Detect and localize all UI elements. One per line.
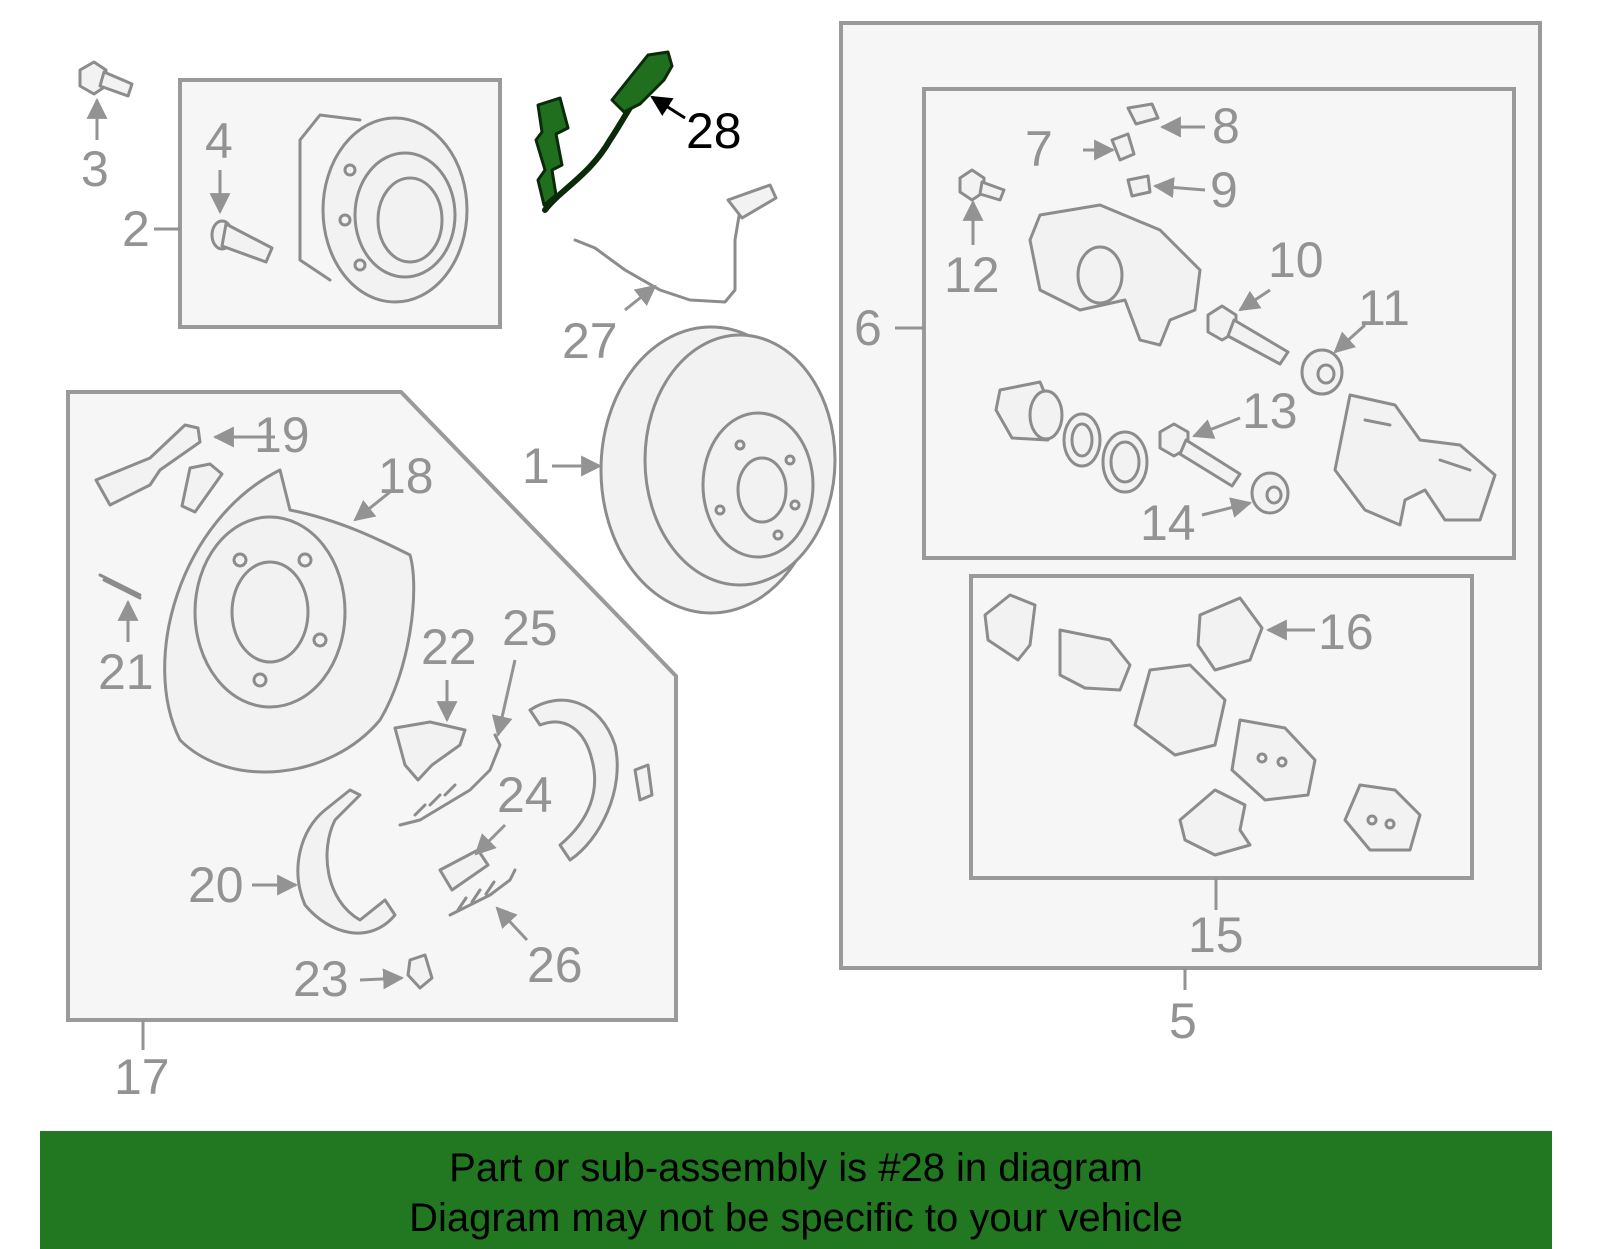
callout-20: 20 [188, 857, 244, 913]
callout-11: 11 [1358, 280, 1410, 336]
callout-9: 9 [1210, 162, 1238, 218]
callout-24: 24 [497, 767, 553, 823]
callout-5: 5 [1169, 993, 1197, 1049]
callout-3: 3 [81, 141, 109, 197]
callout-15: 15 [1188, 907, 1244, 963]
info-banner: Part or sub-assembly is #28 in diagram D… [40, 1131, 1552, 1249]
callout-22: 22 [421, 619, 477, 675]
leader-lines [86, 95, 1367, 1050]
hub-bearing-part-2 [298, 113, 469, 304]
pin-part-21 [98, 573, 142, 600]
guide-pin-part-13 [1158, 422, 1242, 488]
callout-27: 27 [562, 313, 618, 369]
bolt-part-3 [78, 60, 134, 98]
wheel-stud-part-4 [210, 219, 274, 264]
callout-17: 17 [114, 1049, 170, 1105]
return-spring-part-26 [448, 868, 517, 917]
callout-28-highlighted: 28 [686, 103, 742, 159]
brake-rotor-part-1 [599, 325, 837, 615]
backing-plate-part-18 [163, 468, 416, 774]
parking-lever-part-19 [94, 423, 224, 514]
callout-1: 1 [522, 438, 550, 494]
spring-part-25 [398, 733, 502, 827]
brake-shoe-right [528, 698, 654, 862]
callout-labels: 1 2 3 4 5 6 7 8 9 10 11 12 13 14 15 16 1… [81, 98, 1410, 1105]
piston-and-seals [994, 380, 1149, 494]
boot-part-14 [1250, 471, 1290, 515]
callout-23: 23 [293, 951, 349, 1007]
callout-18: 18 [378, 448, 434, 504]
bleeder-parts-7-8-9 [1110, 102, 1160, 198]
callout-8: 8 [1212, 98, 1240, 154]
wheel-speed-sensor-part-28 [534, 50, 674, 213]
bolt-part-12 [958, 168, 1006, 202]
clip-part-24 [438, 848, 490, 892]
callout-6: 6 [854, 300, 882, 356]
callout-21: 21 [98, 644, 154, 700]
adjuster-part-22 [393, 720, 467, 782]
boot-part-11 [1300, 348, 1344, 396]
callout-2: 2 [122, 201, 150, 257]
callout-14: 14 [1140, 495, 1196, 551]
callout-12: 12 [944, 247, 1000, 303]
callout-16: 16 [1318, 604, 1374, 660]
caliper-bracket [1333, 393, 1497, 527]
callout-10: 10 [1268, 232, 1324, 288]
guide-pin-part-10 [1206, 304, 1290, 366]
clip-part-23 [406, 953, 434, 990]
banner-line-1: Part or sub-assembly is #28 in diagram [449, 1146, 1143, 1190]
callout-4: 4 [205, 113, 233, 169]
callout-25: 25 [502, 600, 558, 656]
brake-shoe-part-20 [296, 788, 397, 935]
callout-13: 13 [1242, 383, 1298, 439]
callout-26: 26 [527, 937, 583, 993]
banner-line-2: Diagram may not be specific to your vehi… [409, 1196, 1183, 1240]
caliper-housing [1028, 203, 1202, 347]
sensor-wire-part-27 [573, 183, 778, 304]
callout-7: 7 [1025, 121, 1053, 177]
brake-pads-parts [983, 593, 1422, 857]
callout-19: 19 [254, 407, 310, 463]
